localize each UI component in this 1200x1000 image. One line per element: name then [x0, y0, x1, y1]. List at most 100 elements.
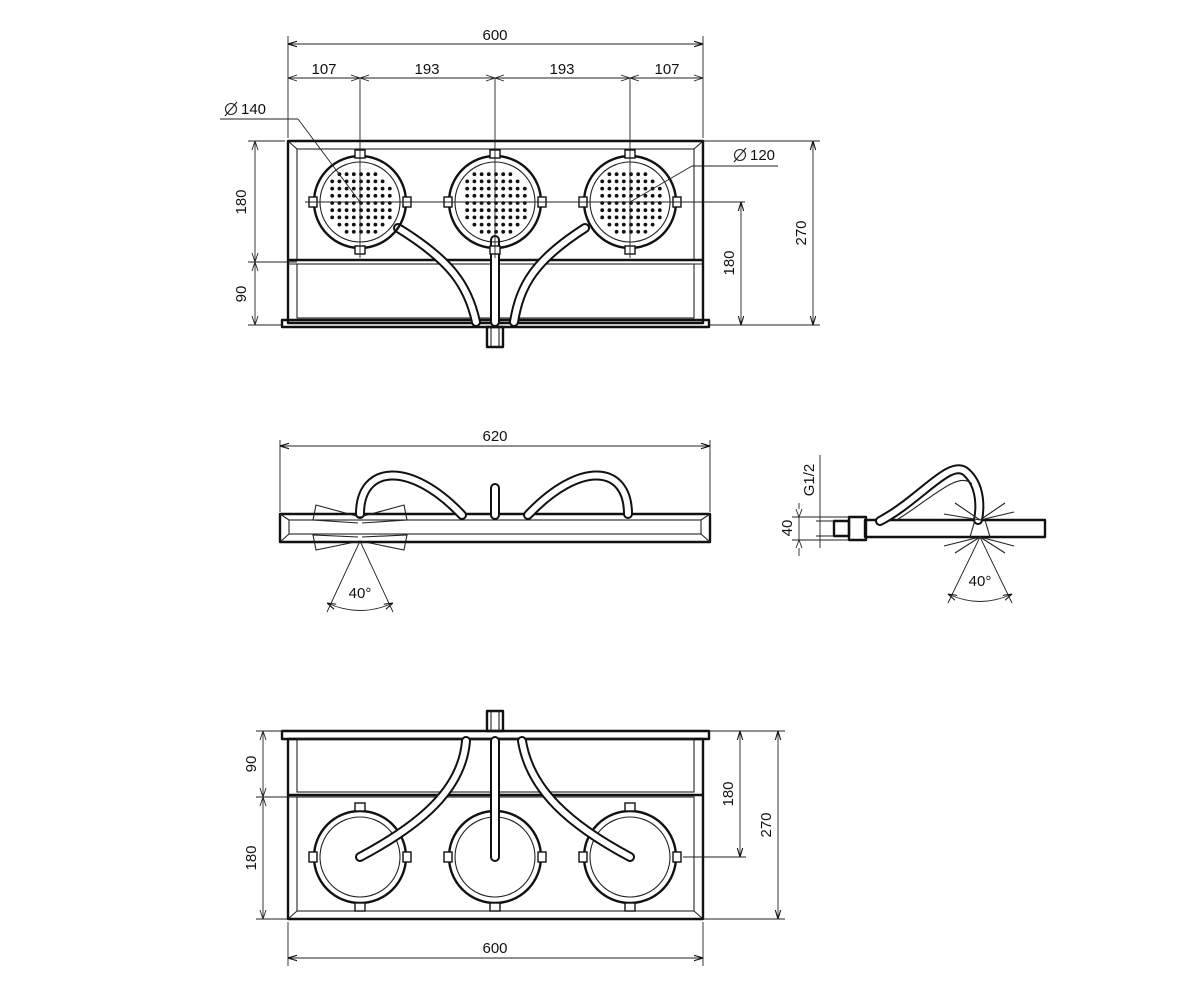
- front-view-nozzle: [312, 504, 408, 551]
- nozzle-hole: [501, 186, 506, 191]
- nozzle-hole: [472, 215, 477, 220]
- nozzle-hole: [508, 172, 513, 177]
- nozzle-hole: [614, 186, 619, 191]
- nozzle-hole: [344, 208, 349, 213]
- nozzle-hole: [600, 186, 605, 191]
- nozzle-hole: [643, 222, 648, 227]
- nozzle-hole: [600, 179, 605, 184]
- nozzle-hole: [522, 186, 527, 191]
- nozzle-hole: [380, 208, 385, 213]
- nozzle-hole: [614, 208, 619, 213]
- nozzle-hole: [366, 193, 371, 198]
- nozzle-hole: [657, 193, 662, 198]
- nozzle-hole: [373, 222, 378, 227]
- top-diameter-inner-label: 120: [750, 147, 775, 164]
- nozzle-hole: [643, 215, 648, 220]
- nozzle-hole: [337, 222, 342, 227]
- nozzle-hole: [330, 179, 335, 184]
- top-width-label: 600: [482, 27, 507, 44]
- nozzle-hole: [486, 179, 491, 184]
- front-view-dimensions: 620 40°: [279, 428, 711, 613]
- nozzle-hole: [380, 222, 385, 227]
- nozzle-hole: [650, 215, 655, 220]
- nozzle-hole: [472, 208, 477, 213]
- nozzle-hole: [657, 186, 662, 191]
- top-spacing-mid-left-label: 193: [414, 61, 439, 78]
- front-view-pipes: [355, 470, 633, 520]
- top-spacing-mid-right-label: 193: [549, 61, 574, 78]
- side-view-nozzles: [943, 502, 1015, 554]
- nozzle-hole: [366, 186, 371, 191]
- top-height-total-label: 270: [793, 220, 810, 245]
- nozzle-hole: [387, 186, 392, 191]
- nozzle-hole: [508, 222, 513, 227]
- bottom-view: 90 180 270 180 600: [243, 709, 785, 966]
- nozzle-hole: [465, 193, 470, 198]
- nozzle-hole: [351, 229, 356, 234]
- nozzle-hole: [472, 172, 477, 177]
- top-height-upper-label: 180: [233, 189, 250, 214]
- nozzle-hole: [330, 215, 335, 220]
- side-view-dimensions: 40 G1/2 40°: [779, 455, 1012, 604]
- nozzle-hole: [515, 193, 520, 198]
- nozzle-hole: [472, 186, 477, 191]
- nozzle-hole: [486, 229, 491, 234]
- nozzle-hole: [337, 193, 342, 198]
- nozzle-hole: [366, 229, 371, 234]
- nozzle-hole: [643, 179, 648, 184]
- top-spacing-left-label: 107: [311, 61, 336, 78]
- nozzle-hole: [508, 208, 513, 213]
- nozzle-hole: [621, 208, 626, 213]
- nozzle-hole: [501, 179, 506, 184]
- nozzle-hole: [380, 186, 385, 191]
- top-height-right-label: 180: [721, 250, 738, 275]
- front-spray-angle-label: 40°: [349, 585, 372, 602]
- nozzle-hole: [607, 172, 612, 177]
- nozzle-hole: [522, 208, 527, 213]
- nozzle-hole: [479, 215, 484, 220]
- nozzle-hole: [600, 215, 605, 220]
- side-thickness-label: 40: [779, 520, 796, 537]
- nozzle-hole: [351, 208, 356, 213]
- nozzle-hole: [650, 179, 655, 184]
- bottom-width-label: 600: [482, 940, 507, 957]
- nozzle-hole: [330, 186, 335, 191]
- nozzle-hole: [344, 222, 349, 227]
- nozzle-hole: [351, 215, 356, 220]
- nozzle-hole: [636, 229, 641, 234]
- nozzle-hole: [614, 229, 619, 234]
- nozzle-hole: [330, 208, 335, 213]
- nozzle-hole: [479, 229, 484, 234]
- nozzle-hole: [472, 193, 477, 198]
- nozzle-hole: [522, 215, 527, 220]
- bottom-height-right-label: 180: [720, 781, 737, 806]
- nozzle-hole: [366, 222, 371, 227]
- nozzle-hole: [344, 186, 349, 191]
- nozzle-hole: [479, 193, 484, 198]
- nozzle-hole: [486, 208, 491, 213]
- bottom-view-rings: [308, 802, 682, 912]
- nozzle-hole: [337, 208, 342, 213]
- nozzle-hole: [337, 215, 342, 220]
- nozzle-hole: [486, 222, 491, 227]
- nozzle-hole: [636, 172, 641, 177]
- nozzle-hole: [636, 208, 641, 213]
- side-view-body: [832, 515, 1047, 542]
- nozzle-hole: [486, 193, 491, 198]
- top-diameter-outer-label: 140: [241, 101, 266, 118]
- front-width-label: 620: [482, 428, 507, 445]
- bottom-height-total-label: 270: [758, 812, 775, 837]
- nozzle-hole: [614, 179, 619, 184]
- bottom-height-upper-label: 90: [243, 756, 260, 773]
- nozzle-hole: [508, 215, 513, 220]
- nozzle-hole: [486, 186, 491, 191]
- nozzle-hole: [366, 215, 371, 220]
- nozzle-hole: [643, 186, 648, 191]
- nozzle-hole: [607, 193, 612, 198]
- nozzle-hole: [337, 179, 342, 184]
- nozzle-hole: [607, 179, 612, 184]
- nozzle-hole: [387, 215, 392, 220]
- nozzle-hole: [621, 215, 626, 220]
- nozzle-hole: [621, 186, 626, 191]
- nozzle-hole: [344, 193, 349, 198]
